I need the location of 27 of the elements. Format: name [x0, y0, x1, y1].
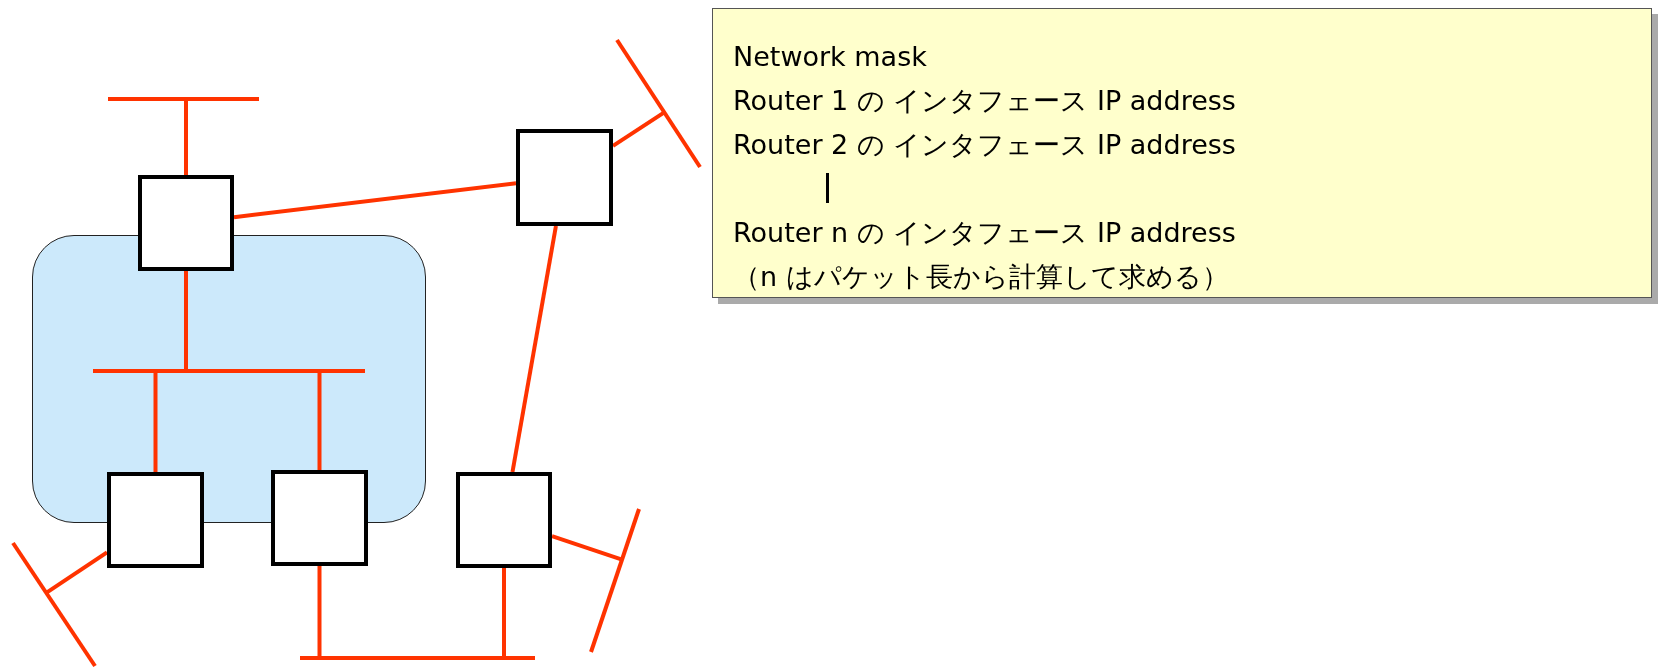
- network-segment-line: [297, 655, 538, 661]
- router-box: [456, 472, 552, 568]
- network-segment-line: [588, 506, 642, 655]
- network-segment-line: [90, 368, 368, 374]
- router-box: [107, 472, 204, 568]
- connection-line: [153, 371, 158, 472]
- note-text: Network mask: [733, 40, 927, 74]
- note-text: Router n の インタフェース IP address: [733, 216, 1236, 250]
- connection-line: [317, 371, 322, 470]
- connection-line: [611, 110, 666, 148]
- connection-line: [184, 99, 188, 175]
- note-text: Router 1 の インタフェース IP address: [733, 84, 1236, 118]
- connection-line: [502, 568, 506, 658]
- connection-line: [551, 534, 623, 562]
- note-text: （n はパケット長から計算して求める）: [733, 260, 1229, 294]
- connection-line: [233, 181, 517, 220]
- connection-line: [45, 550, 109, 595]
- connection-line: [317, 566, 322, 658]
- network-segment-line: [614, 37, 703, 170]
- network-segment-line: [10, 540, 98, 669]
- router-box: [516, 129, 613, 226]
- router-box: [138, 175, 234, 271]
- connection-line: [510, 225, 558, 473]
- note-text: Router 2 の インタフェース IP address: [733, 128, 1236, 162]
- network-segment-line: [105, 96, 262, 102]
- connection-line: [184, 271, 188, 371]
- router-box: [271, 470, 368, 566]
